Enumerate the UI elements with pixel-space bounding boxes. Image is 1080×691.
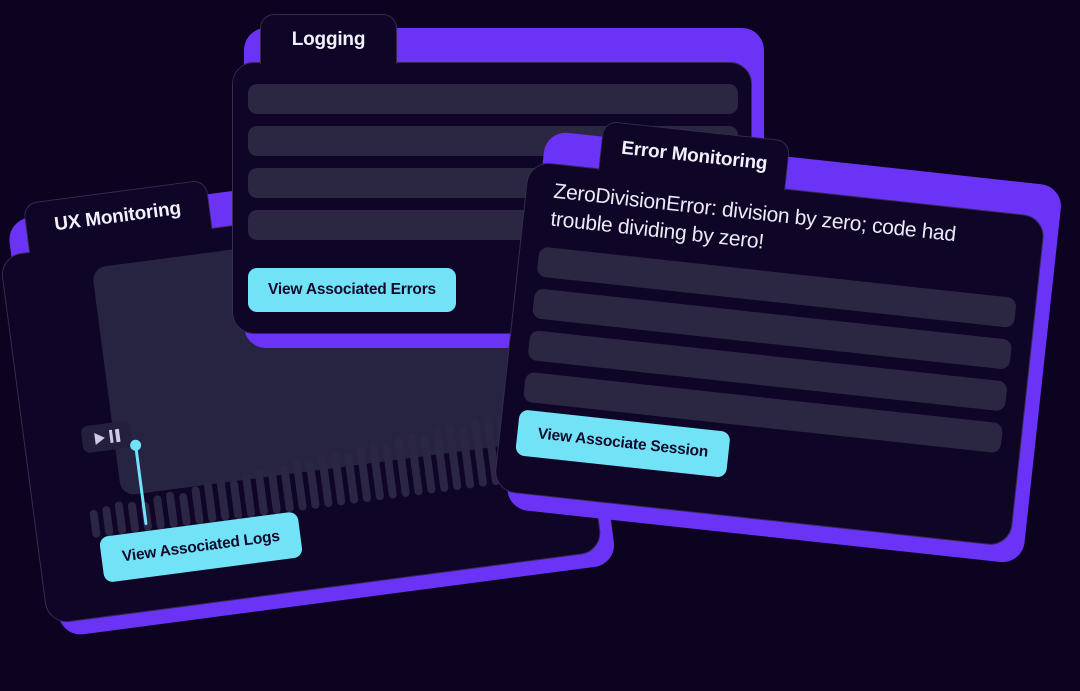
view-associated-logs-label: View Associated Logs	[121, 527, 281, 566]
waveform-bar	[152, 494, 166, 530]
waveform-bar	[101, 505, 114, 537]
waveform-bar	[165, 491, 179, 528]
ux-monitoring-tab-label: UX Monitoring	[53, 197, 183, 235]
error-monitoring-card: Error Monitoring ZeroDivisionError: divi…	[493, 113, 1064, 565]
waveform-bar	[203, 482, 217, 523]
waveform-bar	[178, 492, 192, 527]
error-monitoring-tab-label: Error Monitoring	[620, 137, 769, 174]
log-row[interactable]	[248, 84, 738, 114]
view-associated-errors-label: View Associated Errors	[268, 281, 436, 298]
play-icon	[93, 431, 106, 445]
pause-icon	[108, 428, 121, 444]
waveform-bar	[279, 464, 295, 513]
waveform-bar	[344, 452, 359, 505]
view-associate-session-label: View Associate Session	[536, 425, 710, 461]
waveform-bar	[330, 451, 346, 506]
logging-tab-seam	[262, 60, 395, 65]
waveform-bar	[216, 478, 230, 522]
waveform-bar	[318, 454, 333, 508]
waveform-bar	[267, 470, 282, 515]
logging-tab[interactable]: Logging	[260, 14, 397, 64]
waveform-bar	[292, 460, 308, 511]
waveform-bar	[382, 443, 398, 500]
waveform-bar	[356, 445, 372, 503]
waveform-bar	[191, 485, 204, 525]
waveform-bar	[241, 473, 256, 518]
waveform-bar	[305, 461, 320, 510]
logging-tab-label: Logging	[291, 28, 366, 50]
waveform-bar	[114, 500, 127, 535]
waveform-bar	[254, 469, 269, 517]
waveform-bar	[229, 479, 243, 520]
view-associated-errors-button[interactable]: View Associated Errors	[248, 268, 456, 312]
